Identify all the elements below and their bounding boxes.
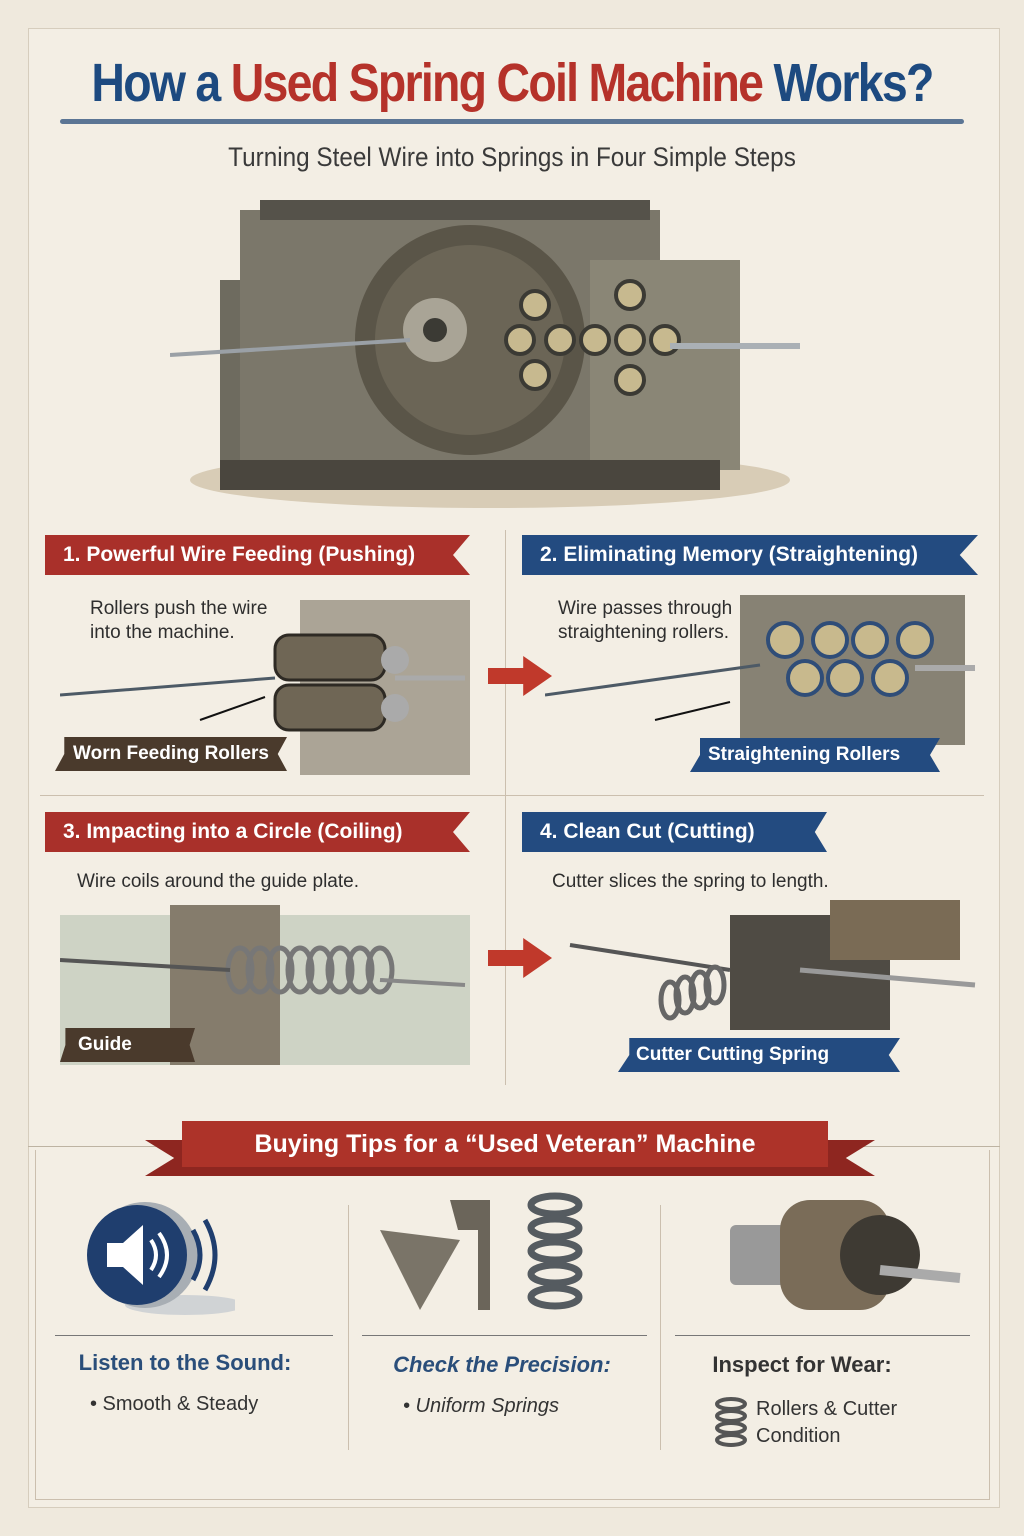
step-4-header: 4. Clean Cut (Cutting) <box>522 812 827 852</box>
worn-feeding-rollers-label: Worn Feeding Rollers <box>55 737 288 771</box>
step-2-description: Wire passes through straightening roller… <box>558 598 733 643</box>
grid-divider <box>40 795 984 796</box>
tips-divider <box>348 1205 349 1450</box>
step-3-description: Wire coils around the guide plate. <box>77 871 359 892</box>
title-underline <box>60 119 964 124</box>
cutter-cutting-spring-label: Cutter Cutting Spring <box>618 1038 900 1072</box>
tip-bullet-sound: • Smooth & Steady <box>90 1393 259 1415</box>
tip-bullet-precision: • Uniform Springs <box>403 1395 559 1417</box>
tip-rule <box>362 1335 647 1336</box>
tip-rule <box>675 1335 970 1336</box>
subtitle: Turning Steel Wire into Springs in Four … <box>228 142 796 172</box>
roller-icon <box>730 1200 961 1310</box>
tip-heading-wear: Inspect for Wear: <box>712 1352 892 1377</box>
spring-icon <box>715 1397 747 1447</box>
spring-coil-machine-illustration <box>170 200 800 508</box>
guide-plate-label: Guide Plate <box>60 1028 195 1062</box>
page-title: How a Used Spring Coil Machine Works? <box>91 53 934 113</box>
tips-divider <box>660 1205 661 1450</box>
speaker-icon <box>87 1202 235 1315</box>
step-1-header: 1. Powerful Wire Feeding (Pushing) <box>45 535 470 575</box>
coiling-guide-plate-illustration <box>60 905 470 1065</box>
straightening-rollers-label: Straightening Rollers <box>690 738 940 772</box>
step-4-description: Cutter slices the spring to length. <box>552 871 829 892</box>
step-1-description: Rollers push the wire into the machine. <box>90 598 268 643</box>
tip-bullet-wear: Rollers & Cutter Condition <box>756 1398 898 1447</box>
straightening-rollers-illustration <box>545 595 975 745</box>
feeding-rollers-illustration <box>60 600 470 775</box>
tip-heading-sound: Listen to the Sound: <box>78 1350 292 1375</box>
tips-banner: Buying Tips for a “Used Veteran” Machine <box>182 1121 828 1167</box>
tip-heading-precision: Check the Precision: <box>393 1352 611 1377</box>
step-3-header: 3. Impacting into a Circle (Coiling) <box>45 812 470 852</box>
caliper-spring-icon <box>380 1192 583 1310</box>
tip-rule <box>55 1335 333 1336</box>
step-2-header: 2. Eliminating Memory (Straightening) <box>522 535 978 575</box>
tips-box <box>35 1150 990 1500</box>
grid-divider <box>505 530 506 1085</box>
cutter-illustration <box>569 900 976 1030</box>
